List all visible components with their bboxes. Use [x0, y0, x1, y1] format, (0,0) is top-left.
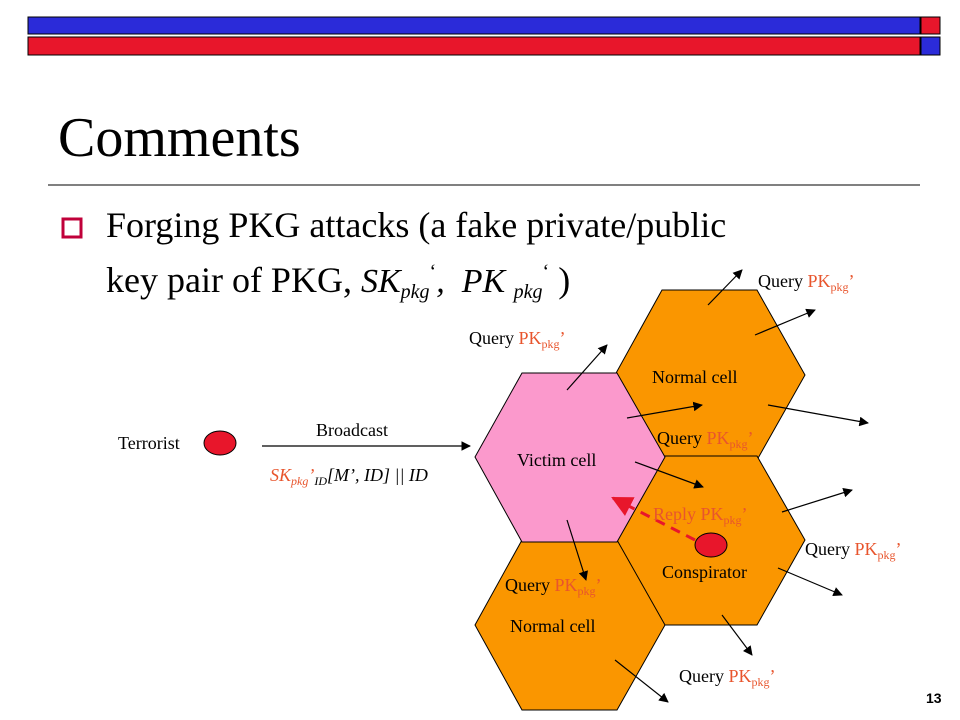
query-label-conspirator-right: Query PKpkg’ [805, 539, 902, 562]
banner-square-red [920, 16, 941, 35]
terrorist-dot [203, 430, 237, 456]
query-arrow-victim-up [566, 344, 608, 391]
bullet-line-2: key pair of PKG, SKpkg‘, PK pkg‘ ) [106, 262, 570, 302]
query-arrow-consp-up [781, 488, 853, 513]
reply-dashed-arrow [611, 496, 696, 542]
terrorist-label: Terrorist [118, 433, 180, 453]
sk-pkg-formula: SKpkg‘, PK pkg‘ [360, 261, 550, 303]
cell-label-normal-top: Normal cell [652, 367, 738, 387]
bullet-line-2-start: key pair of PKG, [106, 260, 352, 300]
reply-label: Reply PKpkg’ [653, 504, 748, 527]
query-label-bottom: Query PKpkg’ [679, 666, 776, 689]
banner-square-blue [920, 36, 941, 56]
query-label-victim-top: Query PKpkg’ [469, 328, 566, 351]
cell-label-victim: Victim cell [517, 450, 597, 470]
query-arrow-top-up [707, 269, 743, 306]
query-arrow-victim-down-right [634, 461, 704, 489]
bullet-line-2-end: ) [558, 260, 571, 300]
banner-bottom-bar [27, 36, 921, 56]
broadcast-message: SKpkg’ID[M’, ID] || ID [270, 465, 428, 488]
query-arrow-victim-right [626, 401, 703, 419]
query-label-middle: Query PKpkg’ [657, 428, 754, 451]
banner-top-bar [27, 16, 921, 35]
cell-label-conspirator: Conspirator [662, 562, 747, 582]
cell-label-normal-bottom: Normal cell [510, 616, 596, 636]
query-label-bottom-cell: Query PKpkg’ [505, 575, 602, 598]
query-label-top: Query PKpkg’ [758, 271, 855, 294]
conspirator-dot [694, 532, 728, 558]
query-arrow-consp-down [721, 614, 753, 656]
query-arrow-bottom-down [614, 659, 669, 703]
bullet-line-1: Forging PKG attacks (a fake private/publ… [106, 205, 727, 245]
query-arrow-consp-right [777, 567, 843, 597]
page-number: 13 [926, 690, 942, 706]
bullet-square-icon [61, 217, 83, 239]
page-title: Comments [58, 107, 301, 169]
query-arrow-top-right-down [767, 404, 869, 427]
query-arrow-victim-down [566, 519, 588, 581]
query-arrow-top-right-up [754, 308, 816, 336]
broadcast-label: Broadcast [316, 420, 388, 440]
